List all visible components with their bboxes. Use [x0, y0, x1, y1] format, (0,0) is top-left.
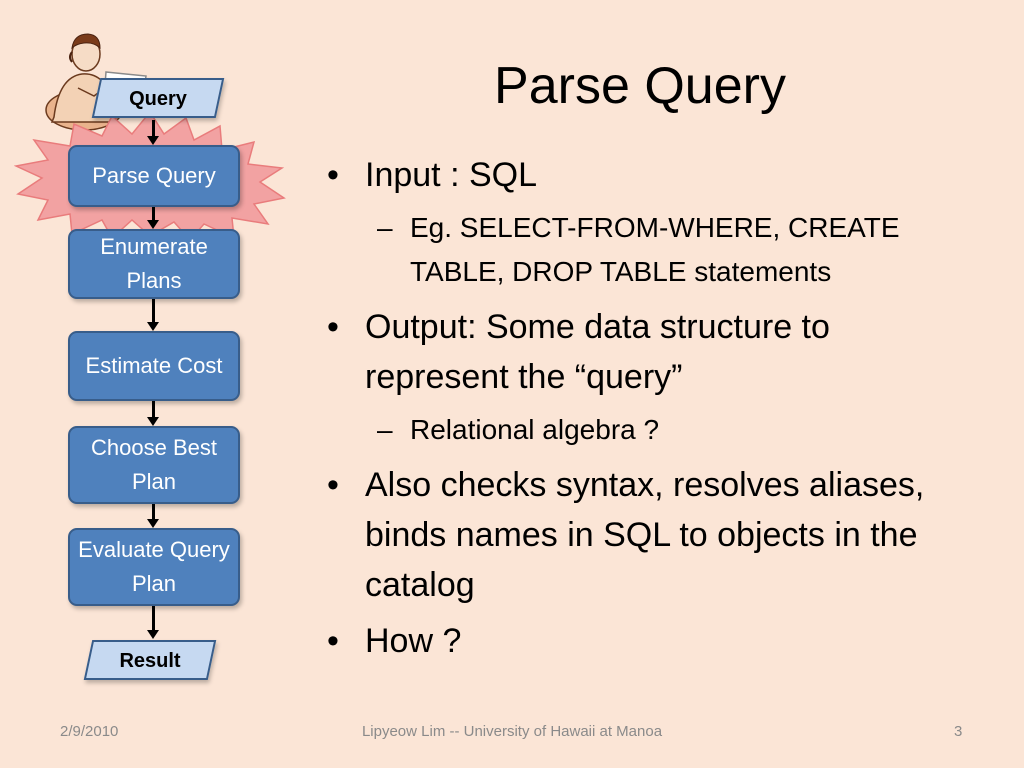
bullet-item: • Also checks syntax, resolves aliases, … — [325, 460, 965, 610]
bullet-item: • How ? — [325, 616, 965, 666]
footer-author: Lipyeow Lim -- University of Hawaii at M… — [361, 723, 663, 740]
step-enumerate-plans: Enumerate Plans — [68, 229, 240, 299]
arrow-evaluate-to-result — [147, 606, 159, 639]
arrow-enumerate-to-estimate — [147, 299, 159, 331]
query-input-label: Query — [129, 88, 187, 110]
arrow-query-to-parse — [147, 120, 159, 145]
bullet-dot-icon: • — [327, 466, 339, 504]
arrow-parse-to-enumerate — [147, 207, 159, 229]
sub-bullet-item: – Eg. SELECT-FROM-WHERE, CREATE TABLE, D… — [325, 206, 965, 294]
sub-bullet-text: Relational algebra ? — [410, 414, 660, 445]
bullet-list: • Input : SQL – Eg. SELECT-FROM-WHERE, C… — [325, 150, 965, 672]
footer-page-number: 3 — [954, 723, 963, 740]
slide-title: Parse Query — [494, 57, 786, 115]
bullet-dot-icon: • — [327, 308, 339, 346]
bullet-item: • Input : SQL — [325, 150, 965, 200]
bullet-dot-icon: • — [327, 156, 339, 194]
step-choose-best-plan: Choose Best Plan — [68, 426, 240, 504]
footer-date: 2/9/2010 — [60, 723, 119, 740]
arrow-estimate-to-choose — [147, 401, 159, 426]
bullet-text: How ? — [365, 622, 462, 660]
step-parse-query: Parse Query — [68, 145, 240, 207]
result-output-label: Result — [119, 650, 181, 672]
bullet-text: Also checks syntax, resolves aliases, bi… — [365, 466, 925, 604]
sub-bullet-text: Eg. SELECT-FROM-WHERE, CREATE TABLE, DRO… — [410, 212, 900, 287]
arrow-choose-to-evaluate — [147, 504, 159, 528]
bullet-dot-icon: • — [327, 622, 339, 660]
sub-bullet-item: – Relational algebra ? — [325, 408, 965, 452]
step-evaluate-query-plan: Evaluate Query Plan — [68, 528, 240, 606]
step-estimate-cost: Estimate Cost — [68, 331, 240, 401]
dash-icon: – — [377, 414, 393, 445]
bullet-item: • Output: Some data structure to represe… — [325, 302, 965, 402]
dash-icon: – — [377, 212, 393, 243]
bullet-text: Output: Some data structure to represent… — [365, 308, 830, 396]
bullet-text: Input : SQL — [365, 156, 537, 194]
